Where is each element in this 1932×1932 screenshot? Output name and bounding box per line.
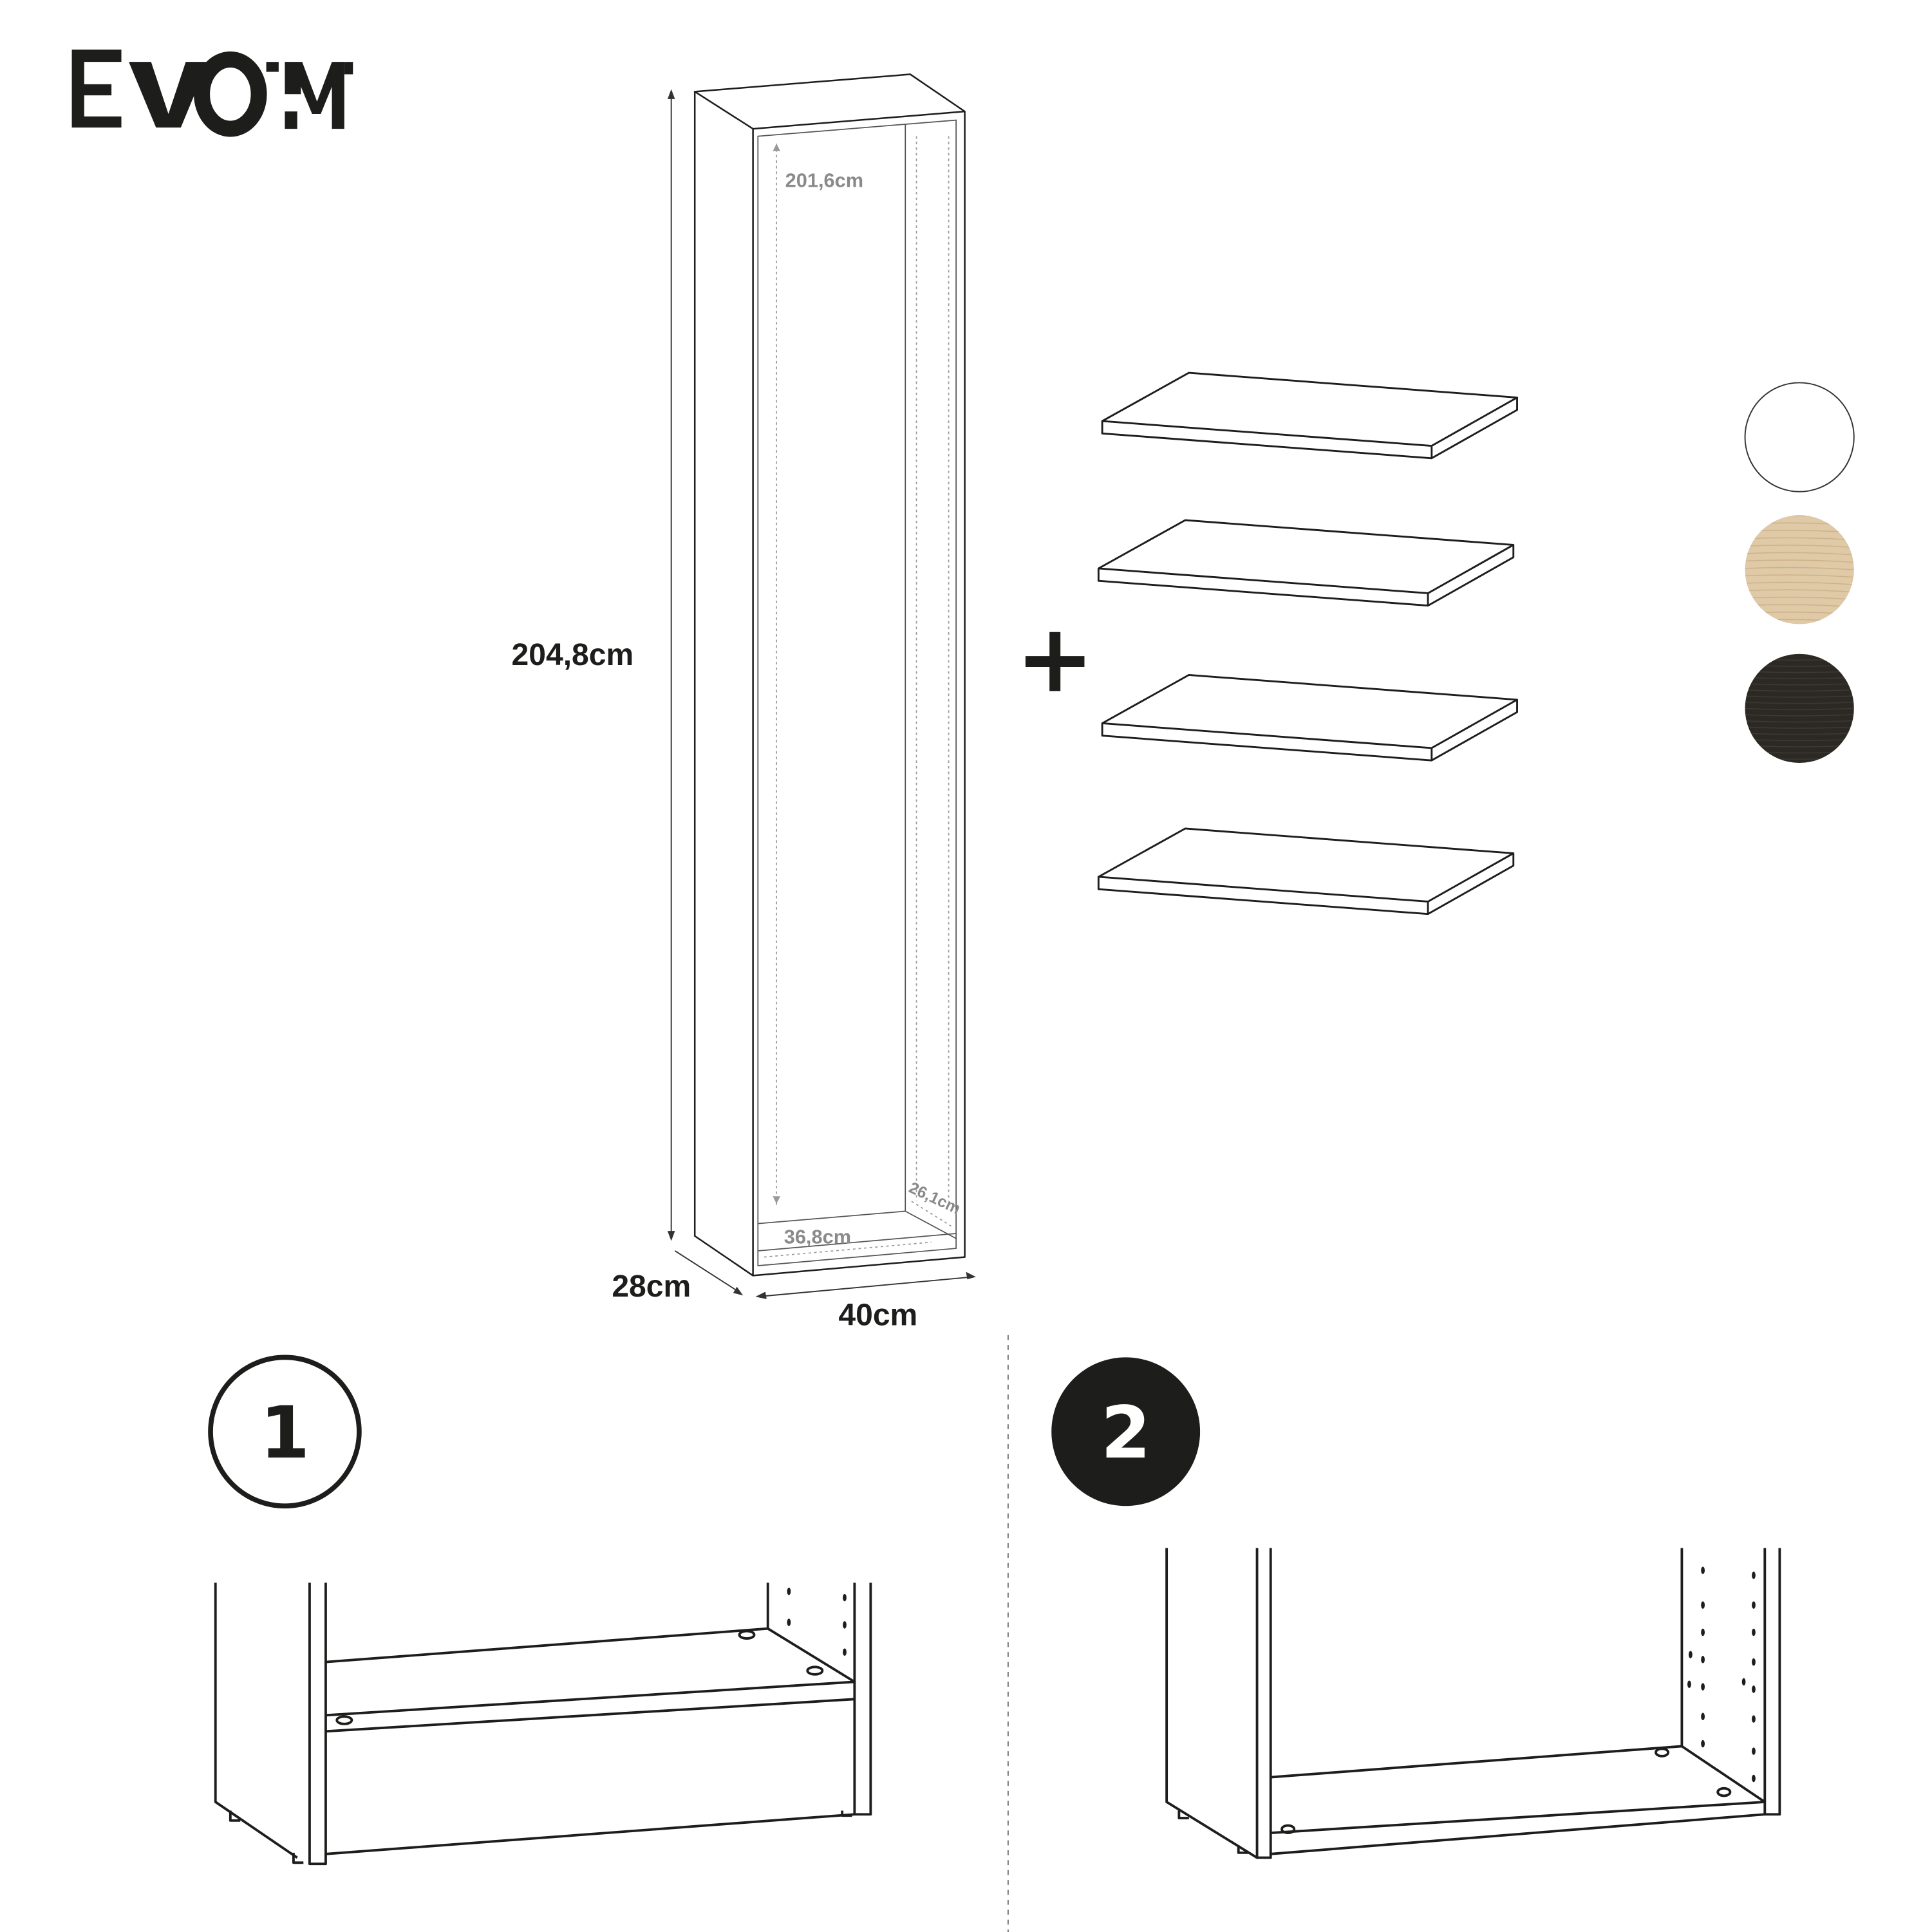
inner-height-label: 201,6cm [785, 169, 863, 191]
shelf [1097, 519, 1515, 607]
inner-depth-label: 26,1cm [906, 1179, 964, 1218]
step-1-illustration [214, 1582, 872, 1866]
step-2-illustration [1165, 1548, 1781, 1859]
step-2: 2 [1051, 1357, 1781, 1859]
shelf [1101, 371, 1518, 460]
step-1-badge [208, 1355, 362, 1509]
plus-sign: + [1015, 604, 1094, 713]
cabinet-drawing: 204,8cm 28cm 40cm 201,6cm 36,8cm 26,1cm [511, 73, 976, 1332]
step-2-number: 2 [1101, 1391, 1151, 1475]
step-2-badge [1051, 1357, 1201, 1506]
shelf [1101, 673, 1518, 762]
depth-dimension-label: 28cm [612, 1269, 691, 1304]
width-dimension-label: 40cm [838, 1297, 917, 1332]
color-swatch-oak[interactable] [1745, 515, 1854, 624]
step-1-number: 1 [260, 1391, 310, 1475]
shelves-group [1097, 371, 1518, 915]
color-swatch-white[interactable] [1744, 382, 1855, 492]
evom-logo [71, 49, 353, 137]
shelf [1097, 827, 1515, 915]
height-dimension-label: 204,8cm [511, 637, 633, 672]
color-swatch-dark-wood[interactable] [1745, 653, 1854, 764]
inner-width-label: 36,8cm [784, 1225, 851, 1248]
step-1: 1 [208, 1355, 872, 1866]
